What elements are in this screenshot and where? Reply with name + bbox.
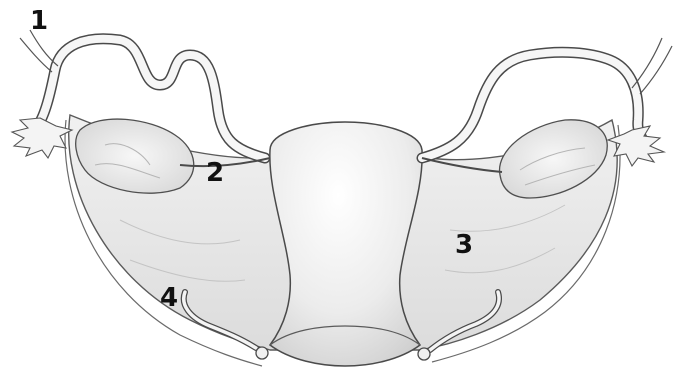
callout-number-4: 4 [160,285,178,311]
callout-number-2: 2 [206,160,224,186]
uterus [270,122,422,366]
callout-number-3: 3 [455,232,473,258]
callout-number-1: 1 [30,8,48,34]
fimbriae-left [12,118,72,158]
